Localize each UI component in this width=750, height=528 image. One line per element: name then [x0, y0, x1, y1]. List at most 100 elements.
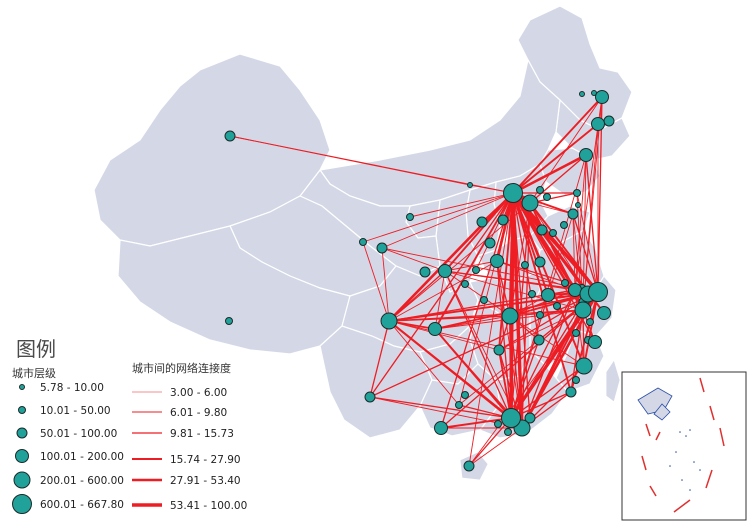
city-node-dongguan: [524, 412, 536, 424]
city-node-taiyuan: [476, 216, 488, 228]
city-node-qingdao: [567, 208, 579, 220]
city-node-tianjin: [521, 194, 539, 212]
link-chengdu-lanzhou: [381, 247, 390, 322]
link-beijing-qingdao: [512, 192, 574, 215]
city-node-yinchuan: [406, 213, 414, 221]
link-beijing-chengdu: [387, 191, 515, 323]
city-node-baotou: [536, 186, 544, 194]
link-beijing-nanning: [440, 192, 514, 429]
city-node-lhasa: [225, 317, 233, 325]
link-beijing-changchun: [512, 123, 599, 194]
city-node-changsha: [493, 344, 505, 356]
link-tianjin-shenyang: [529, 154, 587, 204]
link-guangzhou-kunming: [369, 396, 512, 419]
link-beijing-lanzhou: [381, 192, 514, 249]
link-beijing-xuzhou: [512, 192, 541, 263]
city-node-harbin: [595, 90, 609, 104]
inset-hainan: [653, 403, 671, 421]
legend-city-label-4: 100.01 - 200.00: [40, 451, 124, 463]
legend-city-symbol-1: [19, 384, 25, 390]
link-xian-chongqing: [434, 270, 446, 330]
city-node-wuhu: [553, 302, 561, 310]
city-node-wenzhou: [588, 335, 602, 349]
city-node-beijing: [503, 183, 523, 203]
link-shanghai-dalian: [576, 192, 599, 293]
link-chengdu-changsha: [388, 320, 500, 351]
legend-city-symbol-3: [16, 427, 28, 439]
legend-city-label-3: 50.01 - 100.00: [40, 428, 117, 440]
link-beijing-xian: [444, 192, 514, 272]
link-shenzhen-xian: [444, 270, 523, 429]
link-wuhan-fuzhou: [509, 315, 585, 367]
link-wuhan-nanjing: [509, 289, 576, 317]
link-nanjing-tianjin: [529, 202, 576, 291]
inset-nine-dash-line: [641, 377, 725, 513]
city-node-liuzhou: [461, 391, 469, 399]
city-node-haikou: [463, 460, 475, 472]
city-node-hefei: [541, 288, 555, 302]
city-node-jiangxi2: [536, 311, 544, 319]
link-beijing-luoyang: [475, 192, 514, 271]
city-node-xining: [359, 238, 367, 246]
link-nanjing-xian: [444, 270, 576, 291]
link-guangzhou-wuhan: [509, 315, 512, 419]
city-node-jinan: [536, 224, 548, 236]
link-guangzhou-haikou: [468, 417, 512, 467]
link-shenzhen-tianjin: [521, 202, 531, 429]
legend-city-label-1: 5.78 - 10.00: [40, 382, 104, 394]
city-node-taiyuan2: [419, 266, 431, 278]
link-hangzhou-changsha: [498, 309, 584, 351]
link-wuhan-tianjin: [509, 202, 531, 317]
legend-link-levels: 3.00 - 6.006.01 - 9.809.81 - 15.7315.74 …: [132, 387, 247, 512]
link-shenzhen-suzhou: [521, 293, 589, 429]
link-hangzhou-wuhan: [509, 309, 584, 317]
city-node-changchun: [591, 117, 605, 131]
legend-city-levels: 5.78 - 10.00 10.01 - 50.00 50.01 - 100.00 1…: [12, 382, 124, 514]
legend-city-symbol-6: [12, 494, 32, 514]
link-wuhan-zhengzhou: [496, 260, 511, 317]
city-node-shanghai: [588, 282, 608, 302]
link-shanghai-nanning: [440, 291, 599, 429]
link-wuhan-chongqing: [434, 315, 511, 330]
legend-city-symbol-4: [15, 449, 29, 463]
city-node-zhuhai: [504, 428, 512, 436]
city-node-jilin: [603, 115, 615, 127]
city-node-guiyang: [455, 401, 463, 409]
legend-city-label-6: 600.01 - 667.80: [40, 499, 124, 511]
link-shenzhen-wuhan: [509, 315, 523, 429]
link-chengdu-xining: [362, 241, 390, 322]
legend-link-label-2: 6.01 - 9.80: [170, 407, 227, 419]
link-beijing-wuhan: [508, 191, 515, 318]
link-beijing-kunming: [369, 192, 514, 398]
legend-city-symbol-5: [13, 471, 31, 489]
legend-city-label-2: 10.01 - 50.00: [40, 405, 111, 417]
link-shanghai-kunming: [369, 291, 599, 398]
link-chengdu-guiyang: [388, 320, 460, 406]
link-hangzhou-fuzhou: [582, 309, 585, 367]
south-china-sea-inset: [621, 371, 747, 521]
city-node-weifang: [560, 221, 568, 229]
city-node-daqing: [579, 91, 585, 97]
city-node-nanchang: [533, 334, 545, 346]
city-node-yangzhou: [561, 279, 569, 287]
city-node-quanzhou: [572, 376, 580, 384]
city-node-guangzhou: [501, 408, 521, 428]
legend-link-label-6: 53.41 - 100.00: [170, 500, 247, 512]
link-shenzhen-haikou: [468, 427, 523, 467]
city-node-ningbo: [597, 306, 611, 320]
city-node-jinhua: [572, 329, 580, 337]
city-node-hohhot: [467, 182, 473, 188]
legend-title: 图例: [16, 337, 56, 361]
link-beijing-yinchuan: [409, 192, 514, 218]
city-node-luoyang: [472, 266, 480, 274]
link-shanghai-tianjin: [529, 202, 599, 293]
link-guangzhou-changsha: [498, 349, 512, 419]
city-node-tangshan: [543, 193, 551, 201]
city-nodes: [224, 90, 615, 472]
link-chengdu-fuzhou: [388, 320, 585, 367]
inset-islands: [669, 429, 701, 491]
link-beijing-harbin: [512, 96, 603, 194]
city-node-zhengzhou: [490, 254, 504, 268]
